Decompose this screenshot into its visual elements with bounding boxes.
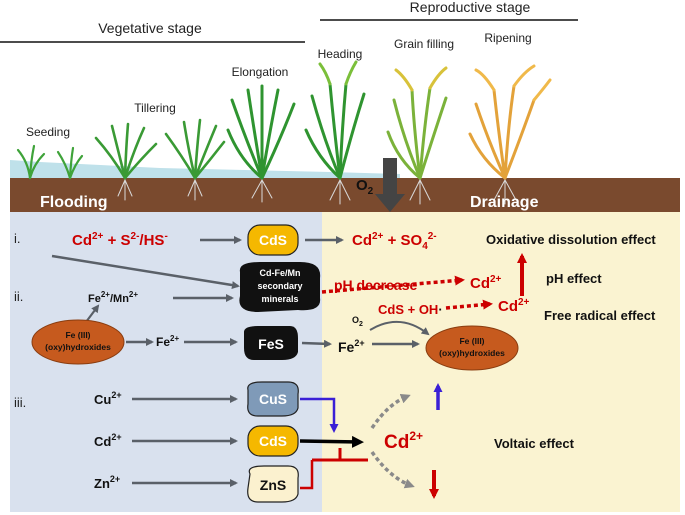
grain-filling-plant — [386, 66, 448, 180]
oxidative-dissolution-effect-label: Oxidative dissolution effect — [486, 232, 656, 247]
cd-ion-ph-effect: Cd2+ — [470, 274, 502, 292]
seeding-label: Seeding — [26, 125, 70, 139]
seedling-plant-2 — [56, 146, 84, 180]
inhibition-connector — [300, 460, 314, 490]
grain-filling-label: Grain filling — [394, 37, 454, 51]
ph-effect-label: pH effect — [546, 271, 602, 286]
electron-flow-blue-arrow — [300, 397, 339, 433]
plant-roots — [117, 179, 517, 205]
ph-decrease-dotted-arrow — [321, 275, 465, 294]
row-i-reactants: Cd2+ + S2-/HS- — [72, 231, 168, 249]
drainage-label: Drainage — [470, 194, 539, 211]
flooding-label: Flooding — [40, 194, 108, 211]
svg-text:O2: O2 — [356, 177, 374, 197]
inhibition-bar — [312, 448, 368, 462]
iron-oxyhydroxides-right: Fe (III) (oxy)hydroxides — [425, 325, 519, 371]
row-label-iii: iii. — [14, 395, 26, 410]
dotted-arrow-down-right — [370, 451, 415, 489]
oxygen-curve-arrow — [369, 320, 430, 336]
o2-label: O — [356, 177, 368, 194]
free-radical-dotted-arrow — [445, 299, 493, 310]
cds-oh-label: CdS + OH· — [378, 302, 443, 317]
zns-label: ZnS — [260, 477, 286, 493]
cds-particle-row-iii: CdS — [247, 425, 299, 457]
secondary-minerals-line-3: minerals — [261, 294, 298, 304]
iron-left-line-2: (oxy)hydroxides — [45, 342, 111, 352]
cds-dissolution-black-arrow — [299, 435, 364, 448]
tillering-label: Tillering — [134, 101, 176, 115]
cds-label-row-i: CdS — [259, 232, 287, 248]
row-label-i: i. — [14, 231, 21, 246]
fe2-ion-right: Fe2+ — [338, 338, 365, 355]
secondary-minerals-line-1: Cd-Fe/Mn — [260, 268, 301, 278]
cds-label-row-iii: CdS — [259, 433, 287, 449]
seedling-plant-1 — [16, 144, 46, 180]
heading-plant — [304, 60, 366, 180]
iron-oxyhydroxides-left: Fe (III) (oxy)hydroxides — [31, 319, 125, 365]
cus-label: CuS — [259, 391, 287, 407]
fe-mn-ions-label: Fe2+/Mn2+ — [88, 290, 138, 305]
arrow-fes-to-fe2 — [301, 339, 332, 348]
cd-ion-row-iii: Cd2+ — [94, 432, 122, 449]
arrow-iron-to-fe-mn — [85, 304, 100, 323]
fe2-ion-left: Fe2+ — [156, 334, 179, 349]
cus-particle: CuS — [247, 381, 299, 417]
iron-left-line-1: Fe (III) — [65, 330, 90, 340]
secondary-minerals-line-2: secondary — [257, 281, 302, 291]
reproductive-stage-label: Reproductive stage — [410, 0, 531, 15]
water-layer — [10, 160, 400, 180]
fes-particle: FeS — [244, 326, 298, 360]
zns-particle: ZnS — [247, 465, 299, 503]
zn-ion-label: Zn2+ — [94, 474, 120, 491]
row-i-products: Cd2+ + SO42- — [352, 231, 437, 252]
ripening-label: Ripening — [484, 31, 531, 45]
ripening-plant — [468, 64, 552, 180]
elongation-plant — [226, 84, 296, 180]
flood-water — [10, 160, 400, 180]
growth-phase-labels: Seeding Tillering Elongation Heading Gra… — [26, 31, 532, 139]
cu-ion-label: Cu2+ — [94, 390, 122, 407]
ph-decrease-label: pH decrease — [334, 277, 417, 293]
dotted-arrow-up-right — [370, 393, 411, 429]
iron-right-line-1: Fe (III) — [459, 336, 484, 346]
o2-small-label: O2 — [352, 315, 363, 328]
soil-band — [10, 178, 680, 212]
voltaic-effect-label: Voltaic effect — [494, 436, 575, 451]
cd-ion-voltaic-center: Cd2+ — [384, 429, 423, 453]
free-radical-effect-label: Free radical effect — [544, 308, 656, 323]
row-label-ii: ii. — [14, 289, 23, 304]
elongation-label: Elongation — [232, 65, 289, 79]
heading-label: Heading — [318, 47, 363, 61]
vegetative-stage-label: Vegetative stage — [98, 20, 202, 36]
cd-ion-free-radical: Cd2+ — [498, 297, 530, 315]
arrow-cd-to-secondary-minerals — [51, 254, 240, 289]
tillering-plant-1 — [94, 122, 158, 180]
cds-particle-row-i: CdS — [247, 224, 299, 256]
oxygen-inflow-arrow: O2 — [356, 158, 405, 212]
fes-label: FeS — [258, 336, 284, 352]
rice-plants — [16, 60, 552, 205]
stage-header: Vegetative stage Reproductive stage — [0, 0, 578, 43]
tillering-plant-2 — [164, 118, 226, 180]
iron-right-line-2: (oxy)hydroxides — [439, 348, 505, 358]
secondary-minerals-blob: Cd-Fe/Mn secondary minerals — [239, 262, 321, 312]
